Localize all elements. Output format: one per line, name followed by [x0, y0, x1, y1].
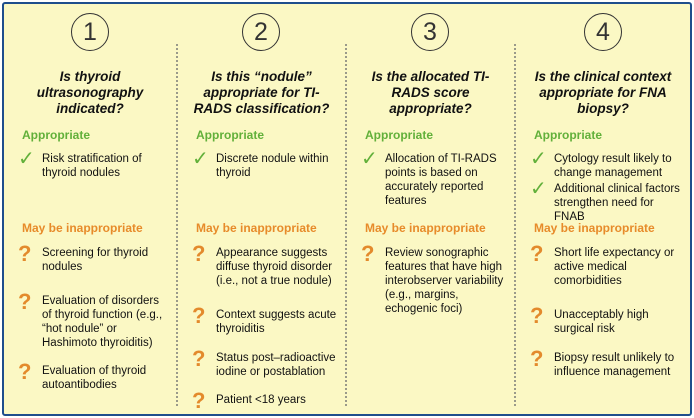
step-number: 2	[242, 13, 280, 51]
inappropriate-item: ? Evaluation of disorders of thyroid fun…	[18, 289, 170, 350]
inappropriate-item: ? Context suggests acute thyroiditis	[192, 303, 339, 336]
question-mark-icon: ?	[192, 388, 206, 413]
inappropriate-item: ? Appearance suggests diffuse thyroid di…	[192, 241, 339, 288]
item-text: Cytology result likely to change managem…	[554, 153, 672, 179]
step-number: 3	[411, 13, 449, 51]
question-mark-icon: ?	[361, 241, 375, 266]
item-text: Allocation of TI-RADS points is based on…	[385, 153, 497, 207]
check-icon: ✓	[18, 148, 35, 170]
step-column-4: 4 Is the clinical context appropriate fo…	[516, 4, 690, 414]
question-mark-icon: ?	[530, 346, 544, 371]
step-question: Is this “nodule” appropriate for TI-RADS…	[193, 69, 330, 116]
question-mark-icon: ?	[192, 241, 206, 266]
inappropriate-item: ? Screening for thyroid nodules	[18, 241, 170, 274]
appropriate-heading: Appropriate	[22, 128, 91, 142]
question-mark-icon: ?	[18, 241, 32, 266]
item-text: Screening for thyroid nodules	[42, 247, 149, 273]
question-mark-icon: ?	[18, 289, 32, 314]
step-column-2: 2 Is this “nodule” appropriate for TI-RA…	[178, 4, 345, 414]
inappropriate-item: ? Review sonographic features that have …	[361, 241, 508, 316]
appropriate-item: ✓ Cytology result likely to change manag…	[530, 148, 684, 180]
item-text: Evaluation of thyroid autoantibodies	[42, 365, 147, 391]
inappropriate-item: ? Patient <18 years	[192, 388, 339, 413]
item-text: Risk stratification of thyroid nodules	[42, 153, 142, 179]
inappropriate-item: ? Evaluation of thyroid autoantibodies	[18, 359, 170, 392]
question-mark-icon: ?	[530, 241, 544, 266]
question-mark-icon: ?	[192, 303, 206, 328]
step-question: Is thyroid ultrasonography indicated?	[36, 69, 144, 116]
inappropriate-heading: May be inappropriate	[534, 221, 655, 235]
step-column-1: 1 Is thyroid ultrasonography indicated? …	[4, 4, 176, 414]
step-question: Is the allocated TI-RADS score appropria…	[371, 69, 490, 116]
item-text: Short life expectancy or active medical …	[554, 247, 675, 287]
check-icon: ✓	[192, 148, 209, 170]
item-text: Context suggests acute thyroiditis	[216, 309, 337, 335]
appropriate-heading: Appropriate	[196, 128, 265, 142]
item-text: Biopsy result unlikely to influence mana…	[554, 352, 675, 378]
inappropriate-item: ? Short life expectancy or active medica…	[530, 241, 684, 288]
inappropriate-heading: May be inappropriate	[365, 221, 486, 235]
column-divider	[514, 44, 516, 406]
item-text: Unacceptably high surgical risk	[554, 309, 649, 335]
appropriate-heading: Appropriate	[534, 128, 603, 142]
step-number: 4	[584, 13, 622, 51]
step-column-3: 3 Is the allocated TI-RADS score appropr…	[347, 4, 514, 414]
item-text: Discrete nodule within thyroid	[216, 153, 329, 179]
check-icon: ✓	[361, 148, 378, 170]
inappropriate-item: ? Biopsy result unlikely to influence ma…	[530, 346, 684, 379]
question-mark-icon: ?	[530, 303, 544, 328]
column-divider	[176, 44, 178, 406]
inappropriate-item: ? Status post–radioactive iodine or post…	[192, 346, 339, 379]
column-divider	[345, 44, 347, 406]
appropriate-heading: Appropriate	[365, 128, 434, 142]
appropriate-item: ✓ Additional clinical factors strengthen…	[530, 178, 684, 224]
step-number: 1	[71, 13, 109, 51]
appropriate-item: ✓ Discrete nodule within thyroid	[192, 148, 339, 180]
item-text: Status post–radioactive iodine or postab…	[216, 352, 336, 378]
check-icon: ✓	[530, 178, 547, 200]
item-text: Evaluation of disorders of thyroid funct…	[42, 295, 163, 349]
step-question: Is the clinical context appropriate for …	[534, 69, 672, 116]
question-mark-icon: ?	[192, 346, 206, 371]
item-text: Appearance suggests diffuse thyroid diso…	[216, 247, 333, 287]
item-text: Patient <18 years	[216, 394, 306, 406]
item-text: Review sonographic features that have hi…	[385, 247, 504, 315]
item-text: Additional clinical factors strengthen n…	[554, 183, 680, 223]
appropriate-item: ✓ Risk stratification of thyroid nodules	[18, 148, 170, 180]
inappropriate-heading: May be inappropriate	[196, 221, 317, 235]
inappropriate-heading: May be inappropriate	[22, 221, 143, 235]
appropriate-item: ✓ Allocation of TI-RADS points is based …	[361, 148, 508, 208]
check-icon: ✓	[530, 148, 547, 170]
inappropriate-item: ? Unacceptably high surgical risk	[530, 303, 684, 336]
question-mark-icon: ?	[18, 359, 32, 384]
